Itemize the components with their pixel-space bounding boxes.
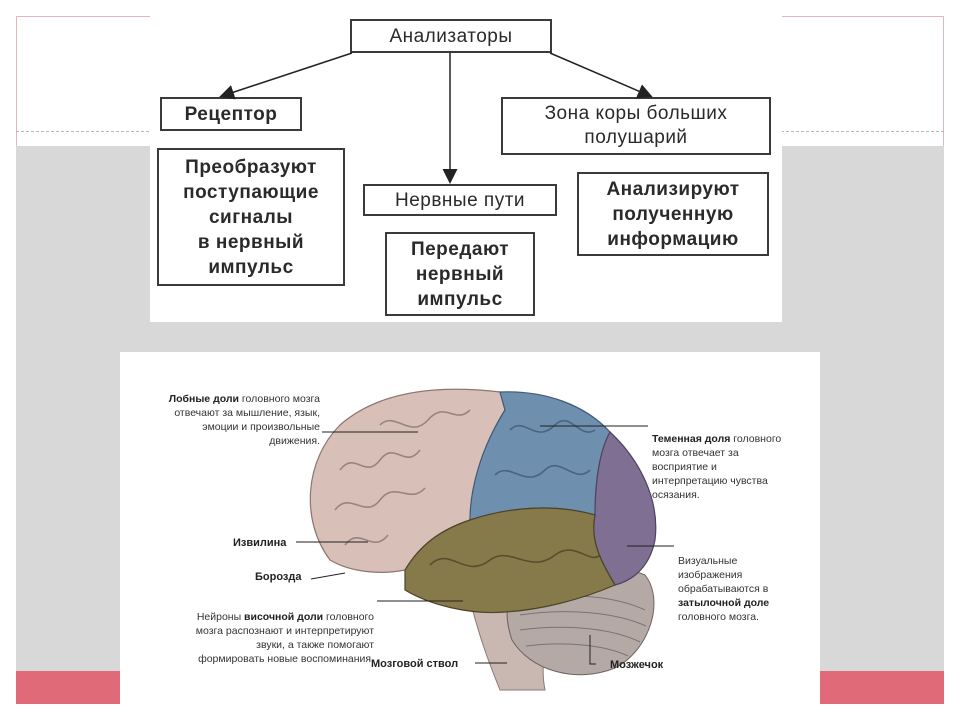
cortex-description-box: Анализируют полученную информацию (577, 172, 769, 256)
receptor-box: Рецептор (160, 97, 302, 131)
analyzers-box: Анализаторы (350, 19, 552, 53)
frontal-lobe-label: Лобные доли головного мозга отвечают за … (168, 393, 320, 447)
temporal-lobe-label: Нейроны височной доли головного мозга ра… (195, 611, 374, 665)
sulcus-label: Борозда (255, 571, 302, 583)
nerve-pathways-box: Нервные пути (363, 184, 557, 216)
cortex-zone-box: Зона коры больших полушарий (501, 97, 771, 155)
brainstem-label: Мозговой ствол (371, 658, 459, 670)
nerve-pathways-description-box: Передают нервный импульс (385, 232, 535, 316)
receptor-description-box: Преобразуют поступающие сигналы в нервны… (157, 148, 345, 286)
occipital-lobe-label: Визуальные изображения обрабатываются в … (678, 555, 770, 623)
cerebellum-label: Мозжечок (610, 659, 664, 671)
parietal-lobe-label: Теменная доля головного мозга отвечает з… (652, 433, 782, 501)
gyrus-label: Извилина (233, 537, 287, 549)
